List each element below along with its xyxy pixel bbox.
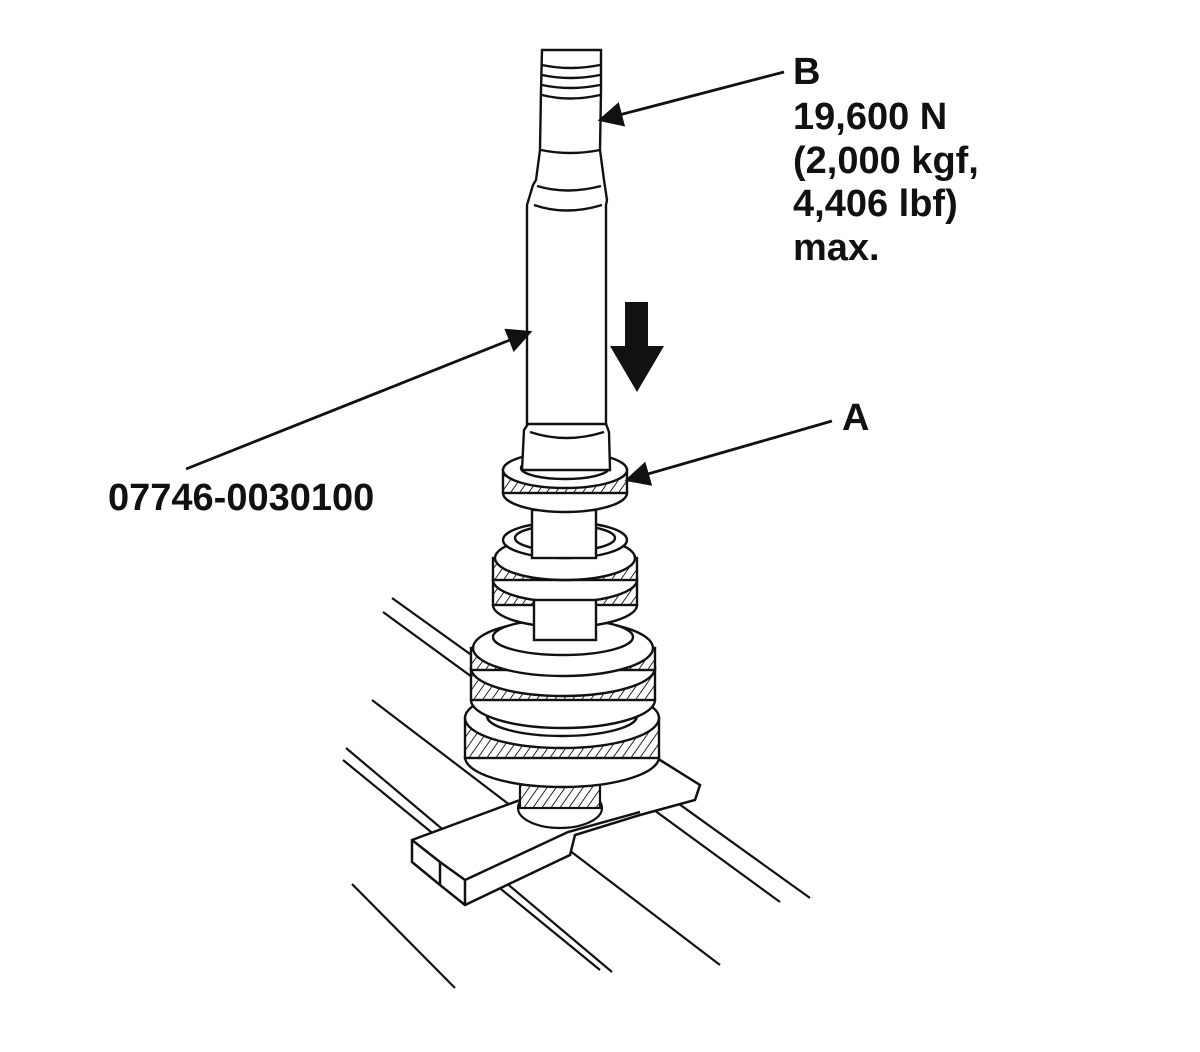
callout-b-label: B (793, 51, 821, 93)
leader-a (624, 419, 833, 486)
force-spec-line: (2,000 kgf, (793, 139, 979, 182)
force-spec-line: 4,406 lbf) (793, 183, 958, 225)
force-spec-line: 19,600 N (793, 96, 948, 138)
gear-stack (463, 450, 661, 789)
force-spec-line: max. (793, 226, 880, 269)
press-tool (520, 48, 612, 472)
leader-tool (185, 328, 533, 471)
tool-number-label: 07746-0030100 (108, 477, 375, 519)
callout-a-label: A (842, 397, 870, 439)
force-spec: 19,600 N (2,000 kgf, 4,406 lbf) max. (793, 96, 979, 270)
leader-b (597, 70, 785, 127)
leader-lines (185, 70, 833, 486)
down-arrow-icon (610, 302, 664, 392)
